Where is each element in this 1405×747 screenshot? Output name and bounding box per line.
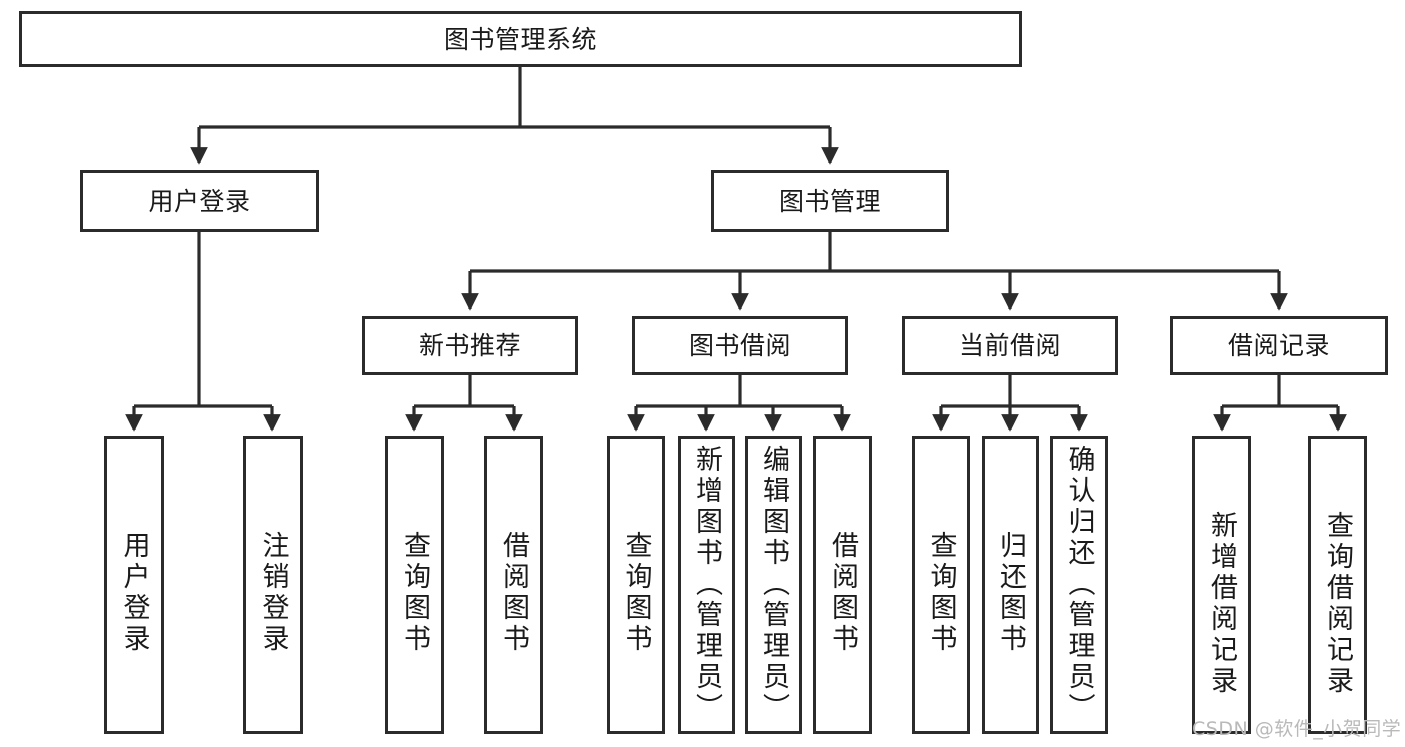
node-borrow-record[interactable]: 借阅记录 <box>1170 316 1388 375</box>
node-leaf-return-book[interactable]: 归还图书 <box>982 436 1039 734</box>
node-leaf-confirm-return-admin[interactable]: 确认归还（管理员） <box>1050 436 1108 734</box>
node-leaf-add-borrow-record[interactable]: 新增借阅记录 <box>1192 436 1251 734</box>
node-label: 借阅图书 <box>827 531 858 655</box>
node-label: 查询图书 <box>620 531 652 655</box>
node-label: 借阅图书 <box>498 531 529 655</box>
csdn-watermark: CSDN @软件_小贺同学 <box>1192 718 1402 740</box>
node-label: 编辑图书（管理员） <box>758 445 789 724</box>
node-label: 新书推荐 <box>418 331 521 360</box>
node-label: 新增借阅记录 <box>1206 511 1237 697</box>
node-label: 查询图书 <box>925 531 957 655</box>
node-label: 归还图书 <box>995 531 1026 655</box>
node-label: 新增图书（管理员） <box>691 445 722 724</box>
node-label: 图书借阅 <box>688 331 791 360</box>
node-label: 图书管理 <box>778 186 881 216</box>
node-label: 查询图书 <box>399 531 430 655</box>
node-leaf-borrow-book-recommend[interactable]: 借阅图书 <box>484 436 543 734</box>
node-leaf-borrow-book[interactable]: 借阅图书 <box>813 436 872 734</box>
node-label: 借阅记录 <box>1227 331 1330 360</box>
node-leaf-user-login[interactable]: 用户登录 <box>104 436 164 734</box>
node-book-management[interactable]: 图书管理 <box>711 170 949 232</box>
node-label: 图书管理系统 <box>443 24 597 54</box>
node-leaf-edit-book-admin[interactable]: 编辑图书（管理员） <box>745 436 802 734</box>
node-user-login[interactable]: 用户登录 <box>80 170 319 232</box>
node-label: 查询借阅记录 <box>1322 511 1353 697</box>
node-leaf-user-logout[interactable]: 注销登录 <box>243 436 303 734</box>
node-leaf-add-book-admin[interactable]: 新增图书（管理员） <box>678 436 735 734</box>
node-label: 用户登录 <box>118 531 150 655</box>
node-label: 确认归还（管理员） <box>1063 445 1095 724</box>
node-book-borrow[interactable]: 图书借阅 <box>632 316 848 375</box>
node-leaf-query-borrow-record[interactable]: 查询借阅记录 <box>1308 436 1367 734</box>
node-leaf-query-book-recommend[interactable]: 查询图书 <box>385 436 444 734</box>
node-label: 当前借阅 <box>958 331 1061 360</box>
node-new-book-recommend[interactable]: 新书推荐 <box>362 316 578 375</box>
node-label: 用户登录 <box>148 186 251 216</box>
node-current-borrow[interactable]: 当前借阅 <box>902 316 1118 375</box>
node-leaf-query-book-borrow[interactable]: 查询图书 <box>607 436 665 734</box>
node-label: 注销登录 <box>257 531 289 655</box>
node-leaf-query-book-current[interactable]: 查询图书 <box>912 436 970 734</box>
node-root-system[interactable]: 图书管理系统 <box>19 11 1022 67</box>
